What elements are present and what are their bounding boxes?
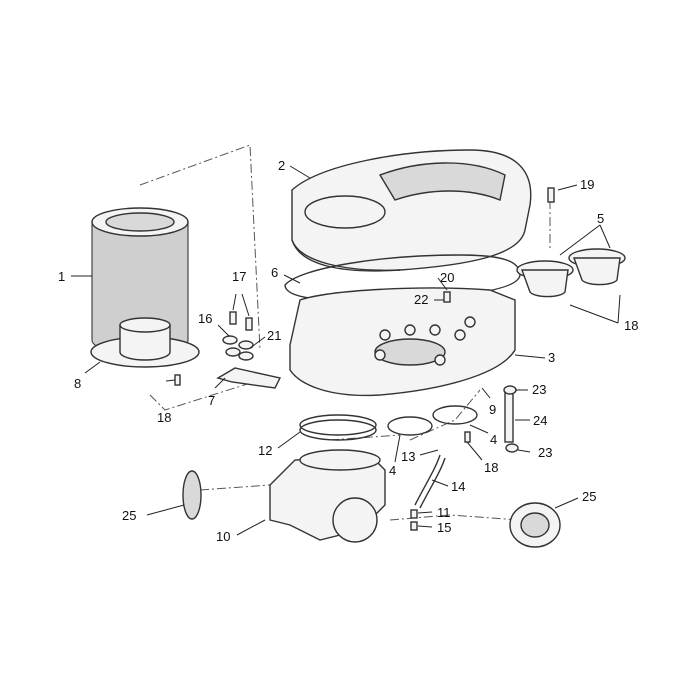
intake-duct: [269, 449, 386, 543]
callout-7: 7: [208, 393, 215, 408]
callout-8: 8: [74, 376, 81, 391]
callout-10: 10: [216, 529, 230, 544]
o-rings: [387, 405, 478, 436]
velocity-stacks: [516, 248, 626, 298]
callout-3: 3: [548, 350, 555, 365]
callout-25: 25: [582, 489, 596, 504]
callout-1: 1: [58, 269, 65, 284]
leader-lines: [71, 165, 621, 536]
callout-23: 23: [532, 382, 546, 397]
callout-11: 11: [437, 505, 451, 520]
callout-15: 15: [437, 520, 451, 535]
callout-24: 24: [533, 413, 547, 428]
airbox-cover: [291, 149, 532, 272]
drain-hoses: [414, 385, 519, 509]
mounting-bracket: [216, 367, 282, 389]
callout-4: 4: [490, 432, 497, 447]
callout-6: 6: [271, 265, 278, 280]
callout-labels: 1 2 3 4 4 5 6 7 8 9 10 11 12 13 14 15 16…: [58, 158, 638, 544]
callout-25: 25: [122, 508, 136, 523]
callout-14: 14: [451, 479, 465, 494]
mounting-hardware: [222, 311, 254, 361]
filter-base-plate: [90, 317, 200, 368]
callout-18: 18: [484, 460, 498, 475]
callout-16: 16: [198, 311, 212, 326]
callout-13: 13: [401, 449, 415, 464]
rubber-seal-rings: [182, 470, 561, 548]
callout-18: 18: [157, 410, 171, 425]
callout-20: 20: [440, 270, 454, 285]
callout-12: 12: [258, 443, 272, 458]
callout-21: 21: [267, 328, 281, 343]
clamp-band: [299, 414, 377, 441]
callout-19: 19: [580, 177, 594, 192]
small-screws: [174, 187, 555, 531]
callout-5: 5: [597, 211, 604, 226]
callout-18: 18: [624, 318, 638, 333]
callout-23: 23: [538, 445, 552, 460]
airbox-housing: [289, 287, 516, 397]
callout-9: 9: [489, 402, 496, 417]
callout-4: 4: [389, 463, 396, 478]
callout-2: 2: [278, 158, 285, 173]
callout-17: 17: [232, 269, 246, 284]
callout-22: 22: [414, 292, 428, 307]
